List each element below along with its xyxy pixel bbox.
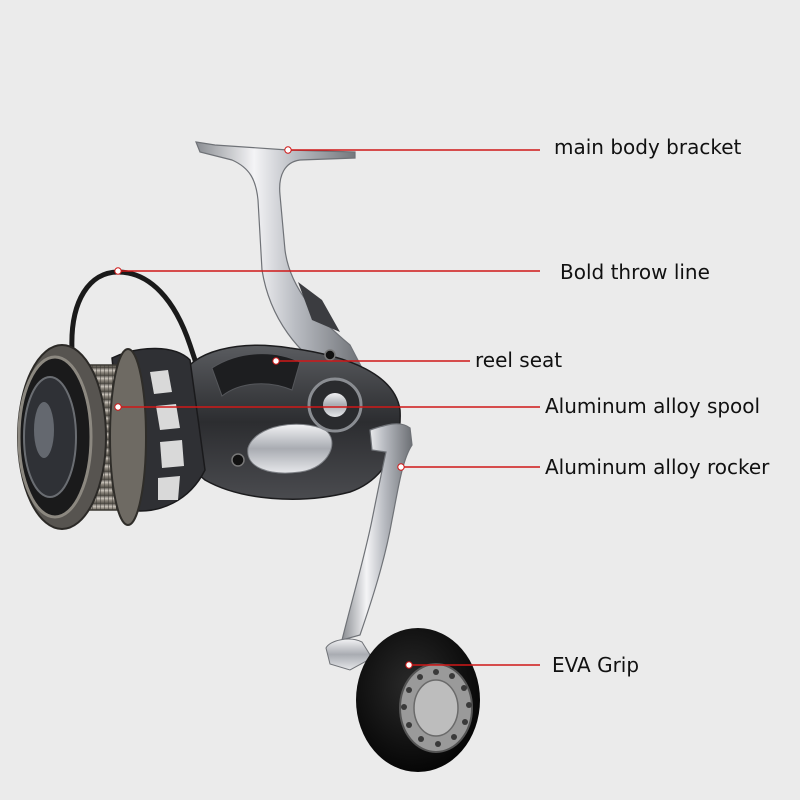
- aluminum-spool: [17, 344, 147, 530]
- label-aluminum-alloy-spool: Aluminum alloy spool: [545, 394, 761, 418]
- label-aluminum-alloy-rocker: Aluminum alloy rocker: [545, 455, 770, 479]
- crank-joint: [325, 638, 373, 671]
- reel-seat-part: [211, 353, 301, 397]
- main-body-bracket-arm: [195, 141, 363, 373]
- side-plate: [247, 423, 333, 474]
- label-reel-seat: reel seat: [475, 348, 563, 372]
- label-eva-grip: EVA Grip: [552, 653, 640, 677]
- gear-hub-cap: [323, 393, 347, 417]
- anchor-dots: [114, 146, 413, 669]
- screw: [231, 453, 245, 467]
- rotor-cage-slots: [150, 370, 184, 500]
- eva-grip-knob: [356, 628, 480, 772]
- bracket-cutout: [298, 282, 340, 332]
- label-main-body-bracket: main body bracket: [554, 135, 742, 159]
- crank-arm: [341, 423, 413, 641]
- label-bold-throw-line: Bold throw line: [560, 260, 710, 284]
- leader-lines: [118, 149, 540, 666]
- screw: [324, 349, 336, 361]
